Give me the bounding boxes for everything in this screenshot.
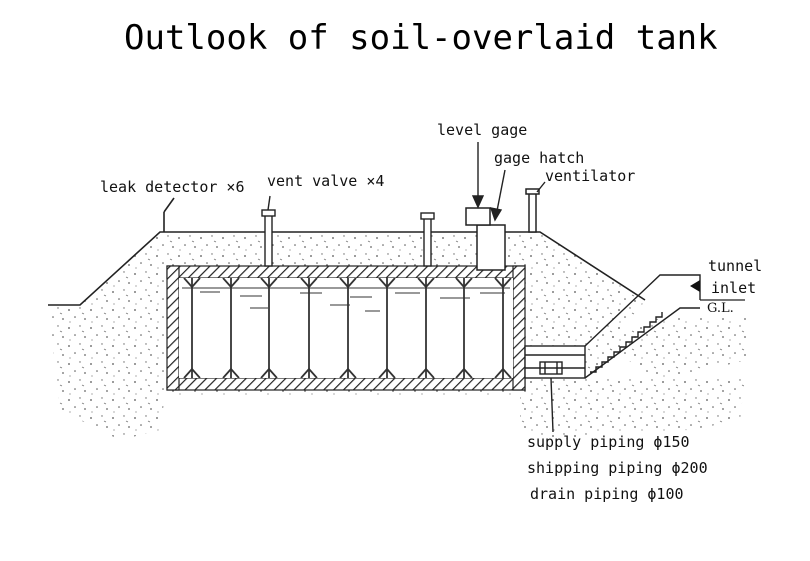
- gage-hatch-label: gage hatch: [494, 149, 585, 167]
- leak-detector-pipe: [163, 197, 175, 232]
- ground-level-label: G.L.: [707, 301, 734, 316]
- vent-valve-label: vent valve ×4: [267, 172, 385, 190]
- supply-piping-label: supply piping ϕ150: [527, 433, 690, 451]
- tank-structure: [166, 265, 526, 391]
- pointer-arrows: [267, 142, 546, 222]
- liquid-level: [182, 287, 510, 312]
- tunnel-stairs: [524, 274, 701, 433]
- diagram-title: Outlook of soil-overlaid tank: [124, 18, 718, 58]
- drain-piping-label: drain piping ϕ100: [530, 485, 684, 503]
- ventilator: [525, 188, 540, 233]
- internal-columns: [183, 277, 512, 379]
- leak-detector-label: leak detector ×6: [100, 178, 245, 196]
- tunnel-label: tunnel: [708, 257, 763, 275]
- inlet-label: inlet: [711, 279, 757, 297]
- shipping-piping-label: shipping piping ϕ200: [527, 459, 708, 477]
- level-gage-label: level gage: [437, 121, 528, 139]
- gage-hatch: [465, 207, 506, 271]
- ventilator-label: ventilator: [545, 167, 636, 185]
- tunnel-inlet-arrow: [690, 280, 700, 292]
